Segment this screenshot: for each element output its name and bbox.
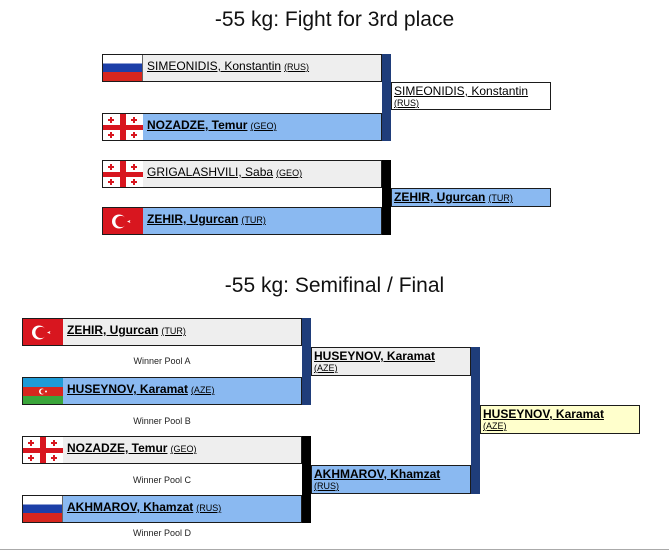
- pool-label: Winner Pool A: [133, 356, 191, 366]
- bronze-title: -55 kg: Fight for 3rd place: [214, 8, 455, 31]
- semi1-winner[interactable]: HUSEYNOV, Karamat(AZE): [311, 347, 471, 376]
- winner-name[interactable]: SIMEONIDIS, Konstantin: [394, 84, 529, 98]
- turkey-flag-icon: [23, 319, 63, 345]
- semi1-athlete-b[interactable]: HUSEYNOV, Karamat(AZE): [22, 377, 302, 405]
- athlete-name[interactable]: HUSEYNOV, Karamat: [67, 382, 188, 396]
- pool-label: Winner Pool B: [133, 416, 191, 426]
- athlete-name[interactable]: ZEHIR, Ugurcan: [67, 323, 159, 337]
- winner-nation[interactable]: (RUS): [394, 98, 419, 108]
- bout2-winner[interactable]: ZEHIR, Ugurcan(TUR): [391, 188, 551, 207]
- athlete-nation[interactable]: (GEO): [276, 168, 303, 178]
- winner-nation[interactable]: (TUR): [488, 193, 513, 203]
- athlete-name[interactable]: ZEHIR, Ugurcan: [147, 212, 239, 226]
- athlete-name[interactable]: NOZADZE, Temur: [67, 441, 168, 455]
- semi2-athlete-b[interactable]: AKHMAROV, Khamzat(RUS): [22, 495, 302, 523]
- athlete-nation[interactable]: (TUR): [241, 215, 266, 225]
- pool-label: Winner Pool C: [132, 475, 192, 485]
- russia-flag-icon: [23, 496, 63, 522]
- turkey-flag-icon: [103, 208, 143, 234]
- bout2-athlete-b[interactable]: ZEHIR, Ugurcan(TUR): [102, 207, 382, 235]
- athlete-nation[interactable]: (AZE): [190, 385, 215, 395]
- athlete-name[interactable]: SIMEONIDIS, Konstantin: [147, 59, 282, 73]
- semi1-athlete-a[interactable]: ZEHIR, Ugurcan(TUR): [22, 318, 302, 346]
- champion[interactable]: HUSEYNOV, Karamat(AZE): [480, 405, 640, 434]
- georgia-flag-icon: [103, 161, 143, 187]
- champion-nation[interactable]: (AZE): [483, 421, 507, 431]
- athlete-nation[interactable]: (RUS): [196, 503, 222, 513]
- final-title: -55 kg: Semifinal / Final: [224, 274, 445, 297]
- champion-name[interactable]: HUSEYNOV, Karamat: [483, 407, 604, 421]
- bracket-connector: [302, 318, 311, 405]
- georgia-flag-icon: [23, 437, 63, 463]
- bout1-athlete-a[interactable]: SIMEONIDIS, Konstantin(RUS): [102, 54, 382, 82]
- athlete-name[interactable]: GRIGALASHVILI, Saba: [147, 165, 274, 179]
- azerbaijan-flag-icon: [23, 378, 63, 404]
- athlete-nation[interactable]: (RUS): [284, 62, 310, 72]
- semi2-winner[interactable]: AKHMAROV, Khamzat(RUS): [311, 465, 471, 494]
- pool-label: Winner Pool D: [132, 528, 192, 538]
- winner-nation[interactable]: (AZE): [314, 363, 338, 373]
- bout1-athlete-b[interactable]: NOZADZE, Temur(GEO): [102, 113, 382, 141]
- winner-nation[interactable]: (RUS): [314, 481, 339, 491]
- athlete-nation[interactable]: (TUR): [161, 326, 186, 336]
- russia-flag-icon: [103, 55, 143, 81]
- athlete-nation[interactable]: (GEO): [170, 444, 197, 454]
- page-divider: [0, 549, 669, 550]
- bout1-winner[interactable]: SIMEONIDIS, Konstantin(RUS): [391, 82, 551, 110]
- athlete-nation[interactable]: (GEO): [250, 121, 277, 131]
- semi2-athlete-a[interactable]: NOZADZE, Temur(GEO): [22, 436, 302, 464]
- bracket-connector: [382, 54, 391, 141]
- winner-name[interactable]: HUSEYNOV, Karamat: [314, 349, 435, 363]
- winner-name[interactable]: AKHMAROV, Khamzat: [314, 467, 441, 481]
- bracket-connector: [302, 436, 311, 523]
- final-bracket-connector: [471, 347, 480, 494]
- bout2-athlete-a[interactable]: GRIGALASHVILI, Saba(GEO): [102, 160, 382, 188]
- bracket-connector: [382, 160, 391, 235]
- winner-name[interactable]: ZEHIR, Ugurcan: [394, 190, 486, 204]
- georgia-flag-icon: [103, 114, 143, 140]
- athlete-name[interactable]: AKHMAROV, Khamzat: [67, 500, 194, 514]
- athlete-name[interactable]: NOZADZE, Temur: [147, 118, 248, 132]
